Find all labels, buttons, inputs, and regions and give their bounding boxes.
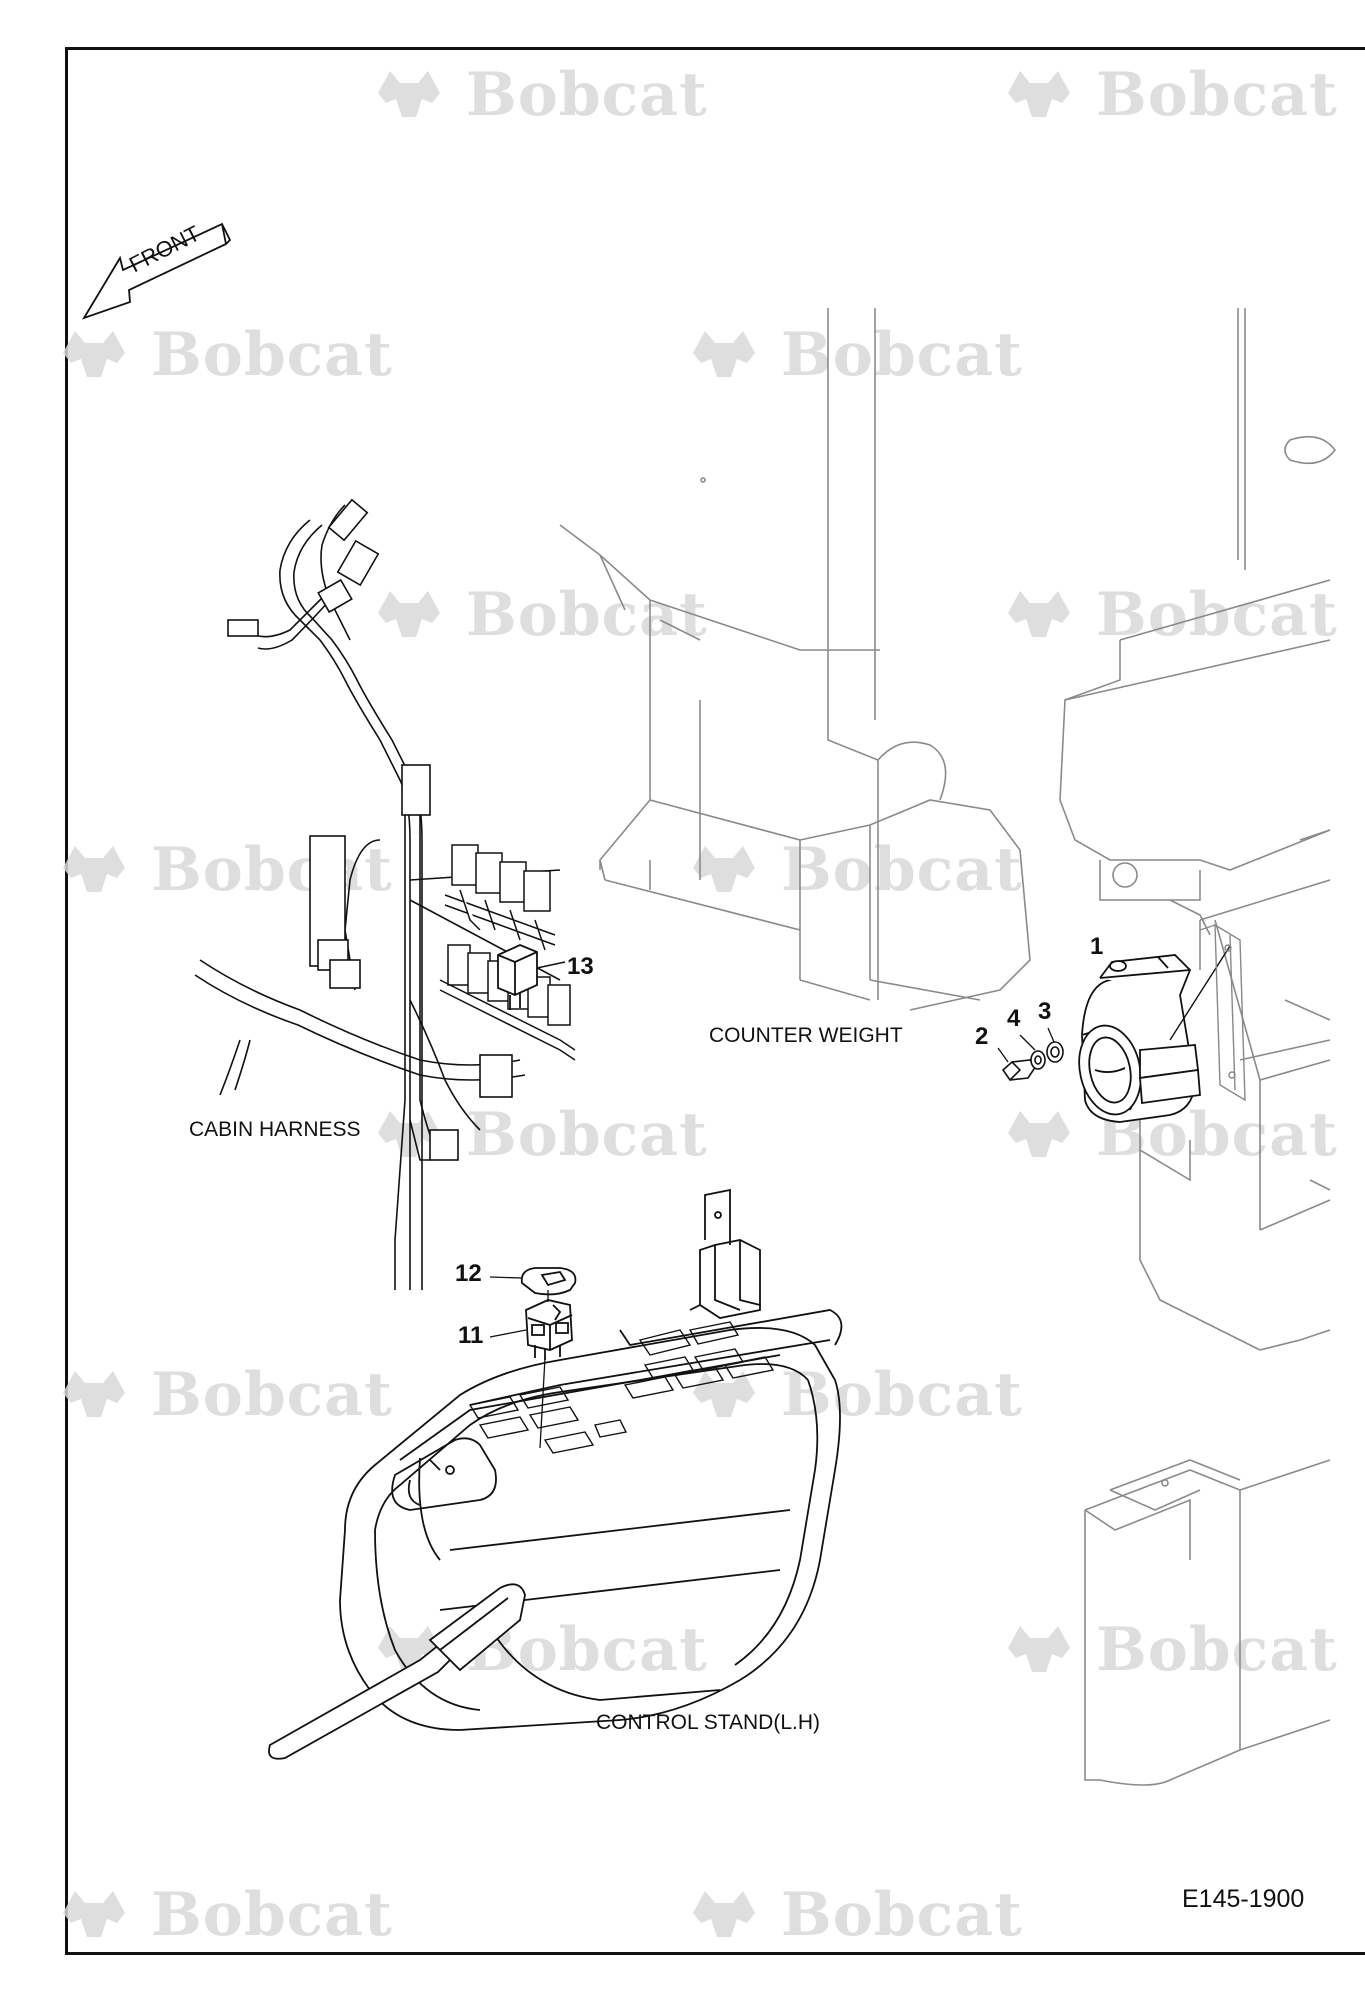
bobcat-logo-icon <box>55 323 133 383</box>
watermark-text: Bobcat <box>151 320 393 390</box>
bobcat-logo-icon <box>370 1103 448 1163</box>
watermark-text: Bobcat <box>781 320 1023 390</box>
washer-4 <box>1030 1050 1046 1070</box>
leader-line-13 <box>536 961 566 969</box>
callout-2: 2 <box>975 1023 989 1050</box>
watermark-text: Bobcat <box>466 580 708 650</box>
label-counter-weight: COUNTER WEIGHT <box>709 1024 903 1047</box>
watermark: Bobcat <box>685 835 1023 905</box>
watermark-text: Bobcat <box>151 1880 393 1950</box>
bobcat-logo-icon <box>55 1363 133 1423</box>
joystick-lever <box>268 1583 526 1760</box>
callout-11: 11 <box>458 1322 484 1349</box>
bobcat-logo-icon <box>370 63 448 123</box>
switch-11 <box>525 1299 573 1360</box>
callout-3: 3 <box>1038 998 1052 1025</box>
front-direction-arrow <box>81 222 232 320</box>
washer-3 <box>1046 1041 1064 1063</box>
control-stand <box>339 1188 843 1731</box>
bobcat-logo-icon <box>1000 63 1078 123</box>
watermark: Bobcat <box>55 835 393 905</box>
bobcat-logo-icon <box>370 1618 448 1678</box>
watermark-text: Bobcat <box>1096 60 1338 130</box>
bobcat-logo-icon <box>370 583 448 643</box>
bobcat-logo-icon <box>685 838 763 898</box>
switch-panels <box>468 1321 775 1454</box>
drawing-frame <box>65 47 1365 1955</box>
callout-13: 13 <box>567 953 594 980</box>
watermark: Bobcat <box>370 580 708 650</box>
drawing-code: E145-1900 <box>1182 1885 1305 1913</box>
watermark-text: Bobcat <box>151 835 393 905</box>
bobcat-logo-icon <box>1000 583 1078 643</box>
watermark: Bobcat <box>1000 60 1338 130</box>
watermark: Bobcat <box>370 1100 708 1170</box>
bobcat-logo-icon <box>55 1883 133 1943</box>
leader-line-1 <box>1169 945 1231 1041</box>
watermark: Bobcat <box>55 320 393 390</box>
watermark-text: Bobcat <box>781 1360 1023 1430</box>
background-structure <box>559 308 1337 1786</box>
bobcat-logo-icon <box>685 1883 763 1943</box>
watermark-text: Bobcat <box>781 835 1023 905</box>
watermark: Bobcat <box>55 1360 393 1430</box>
assembly-lines <box>489 1276 549 1449</box>
watermark: Bobcat <box>1000 580 1338 650</box>
label-control-stand: CONTROL STAND(L.H) <box>596 1711 821 1734</box>
watermark: Bobcat <box>685 1360 1023 1430</box>
bobcat-logo-icon <box>1000 1618 1078 1678</box>
watermark-text: Bobcat <box>151 1360 393 1430</box>
alarm-part-1 <box>1078 954 1201 1123</box>
watermark-text: Bobcat <box>466 1100 708 1170</box>
callout-leaders <box>997 1027 1055 1063</box>
bobcat-logo-icon <box>1000 1103 1078 1163</box>
watermark-text: Bobcat <box>466 60 708 130</box>
switch-cap-12 <box>520 1267 577 1296</box>
callout-4: 4 <box>1007 1005 1021 1032</box>
watermark: Bobcat <box>1000 1615 1338 1685</box>
callout-1: 1 <box>1090 933 1104 960</box>
watermark: Bobcat <box>685 320 1023 390</box>
watermark-text: Bobcat <box>1096 1615 1338 1685</box>
bobcat-logo-icon <box>55 838 133 898</box>
watermark-text: Bobcat <box>781 1880 1023 1950</box>
callout-12: 12 <box>455 1260 482 1287</box>
watermark: Bobcat <box>370 60 708 130</box>
watermark-text: Bobcat <box>1096 580 1338 650</box>
relay-13 <box>497 944 538 1010</box>
bobcat-logo-icon <box>685 323 763 383</box>
watermark: Bobcat <box>55 1880 393 1950</box>
label-cabin-harness: CABIN HARNESS <box>189 1118 361 1141</box>
harness-connectors <box>227 498 513 1161</box>
mounting-plate <box>1199 923 1246 1102</box>
watermark: Bobcat <box>685 1880 1023 1950</box>
